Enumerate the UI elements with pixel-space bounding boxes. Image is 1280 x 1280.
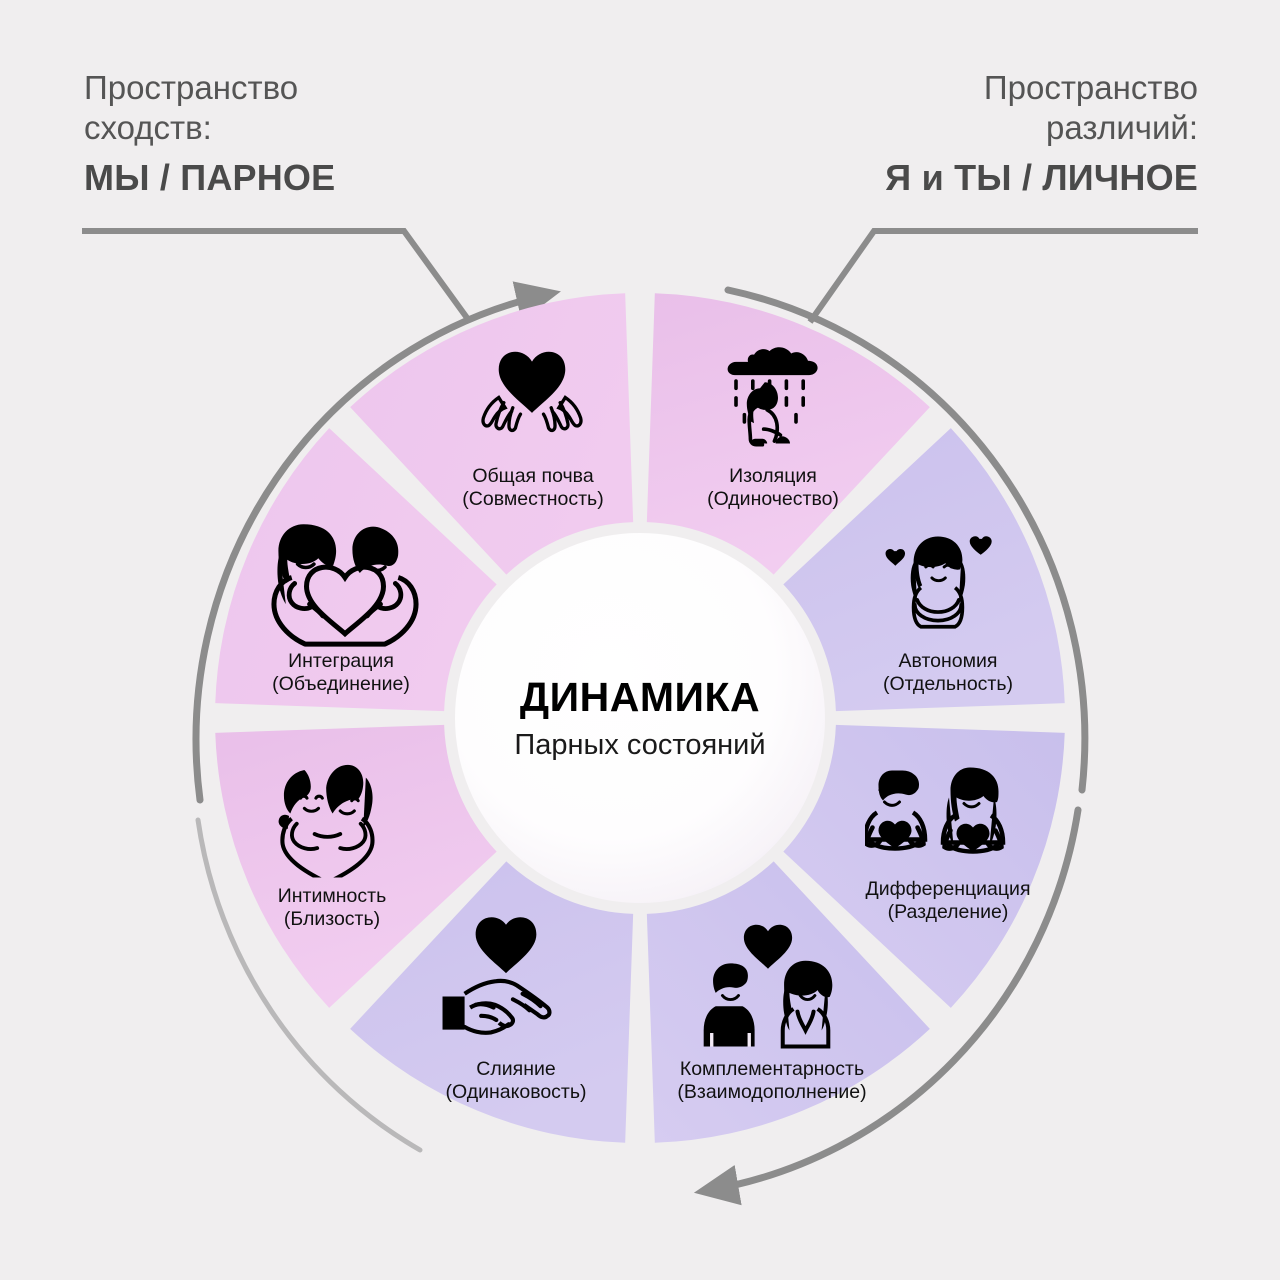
connector-left — [82, 228, 473, 324]
handshake-heart-icon — [437, 917, 575, 1060]
wheel-segment-obshaya-pochva[interactable] — [646, 293, 930, 575]
connector-right — [807, 228, 1198, 324]
hands-holding-heart-icon — [468, 334, 596, 467]
clockwise-arrow-top-left — [192, 281, 561, 804]
two-people-holding-heart-icon — [271, 504, 419, 657]
couple-hugging-heart-icon — [266, 750, 394, 885]
header-connectors — [82, 228, 1198, 324]
center-subtitle: Парных состояний — [514, 729, 766, 761]
clockwise-arrow-bottom — [693, 806, 1082, 1206]
person-under-rain-cloud-icon — [712, 336, 832, 461]
wheel-segment-izolyaciya[interactable] — [783, 428, 1065, 712]
header-similarity: Пространство сходств: МЫ / ПАРНОЕ — [84, 68, 514, 199]
header-difference: Пространство различий: Я и ТЫ / ЛИЧНОЕ — [766, 68, 1198, 199]
center-title: ДИНАМИКА — [519, 674, 761, 720]
self-hug-woman-hearts-icon — [877, 515, 999, 642]
center-label: ДИНАМИКА Парных состояний — [460, 674, 820, 762]
header-difference-lede: Пространство различий: — [983, 69, 1198, 147]
header-similarity-lede: Пространство сходств: — [84, 69, 299, 147]
couple-with-heart-icon — [701, 921, 835, 1060]
two-people-meditating-icon — [862, 735, 1015, 890]
wheel-outline-bottom-left — [195, 817, 423, 1153]
header-difference-title: Я и ТЫ / ЛИЧНОЕ — [885, 156, 1198, 198]
clockwise-arrow-top-right — [724, 286, 1089, 794]
header-similarity-title: МЫ / ПАРНОЕ — [84, 156, 336, 198]
center-circle — [455, 533, 825, 903]
flow-arrows — [192, 281, 1089, 1206]
